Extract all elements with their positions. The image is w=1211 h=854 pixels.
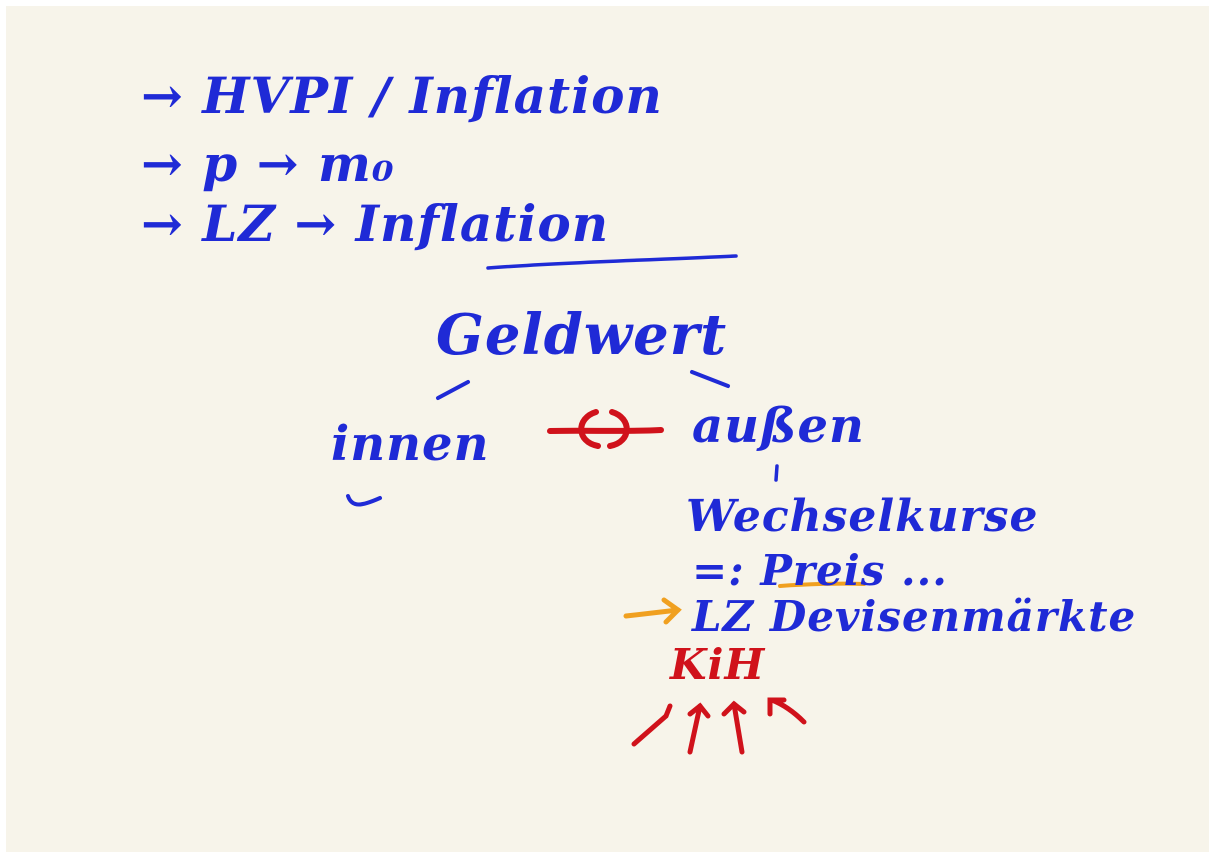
separator-line [486, 254, 738, 270]
note-kih: KiH [670, 640, 766, 689]
ink-strokes [346, 254, 866, 755]
outer-tick-icon [774, 464, 779, 482]
heading-geldwert: Geldwert [436, 302, 728, 368]
red-up-arrows-icon [631, 697, 807, 755]
orange-arrow-icon [623, 597, 682, 625]
branch-left [436, 380, 470, 400]
branch-right [690, 370, 730, 388]
branch-label-outer: außen [692, 398, 865, 454]
note-prices: =: Preis ... [692, 546, 948, 595]
versus-icon [547, 409, 664, 449]
note-hvpi-inflation: → HVPI / Inflation [141, 66, 663, 125]
orange-underline [778, 581, 866, 588]
inner-tick-icon [346, 494, 382, 507]
note-interest-inflation: → LZ → Inflation [141, 194, 610, 253]
note-money-supply: → p → m₀ [141, 134, 395, 193]
note-fx-markets: LZ Devisenmärkte [692, 592, 1137, 641]
whiteboard-canvas: → HVPI / Inflation → p → m₀ → LZ → Infla… [6, 6, 1209, 852]
branch-label-inner: innen [331, 416, 490, 472]
note-exchange-rates: Wechselkurse [686, 491, 1039, 542]
